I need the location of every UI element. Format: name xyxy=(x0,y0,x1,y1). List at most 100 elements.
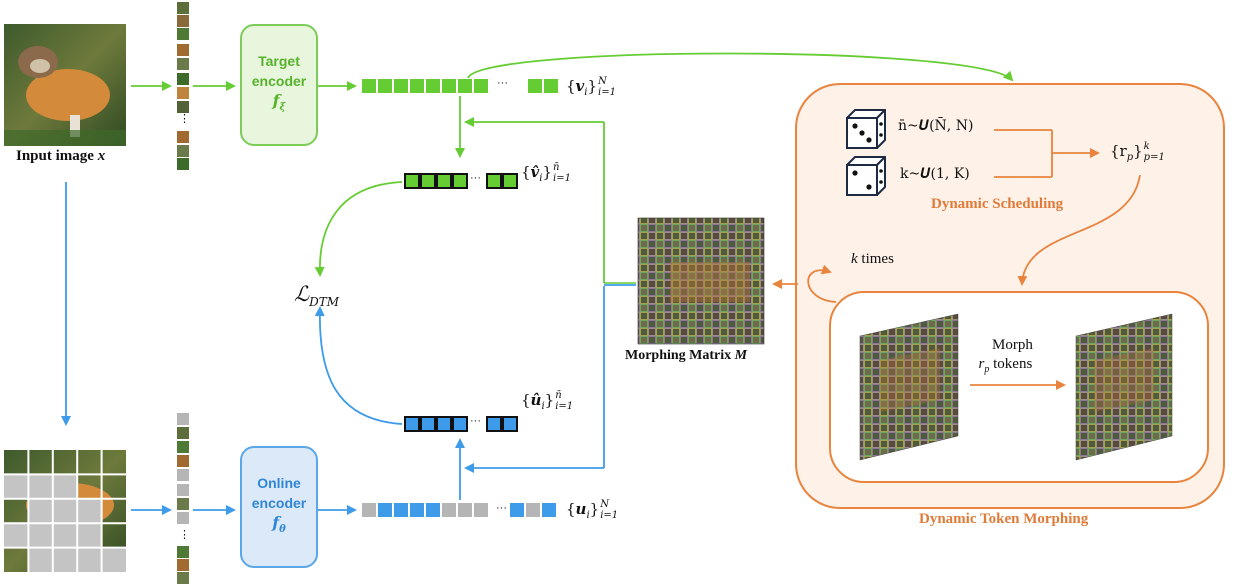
masked-patch xyxy=(77,547,102,572)
ellipsis-v: ··· xyxy=(497,77,508,89)
input-image xyxy=(4,24,126,146)
morph-source-image xyxy=(859,313,959,461)
token-row-u-hat xyxy=(404,416,518,432)
morph-result-image xyxy=(1075,313,1173,461)
masked-patch xyxy=(77,523,102,548)
column-vdots-top: ⋮ xyxy=(179,113,190,125)
token-u xyxy=(474,503,488,517)
patch-tile xyxy=(177,441,189,453)
patch-tile xyxy=(177,427,189,439)
token-row-u xyxy=(362,503,556,517)
token-u xyxy=(442,503,456,517)
patch-tile xyxy=(177,546,189,558)
token-u-hat xyxy=(436,416,452,432)
patch-tile xyxy=(177,559,189,571)
online-encoder-box: Online encoder fθ xyxy=(240,446,318,568)
token-u-hat xyxy=(452,416,468,432)
token-v-hat xyxy=(502,173,518,189)
morph-label: Morph rp tokens xyxy=(978,337,1033,375)
orange-arrows xyxy=(772,129,1141,390)
target-encoder-line1: Target xyxy=(258,53,300,70)
target-encoder-line2: encoder xyxy=(251,73,307,90)
patch-tile xyxy=(177,131,189,143)
token-u xyxy=(378,503,392,517)
token-v xyxy=(410,79,424,93)
ellipsis-u: ··· xyxy=(496,502,507,514)
token-v-hat xyxy=(486,173,502,189)
green-arrows xyxy=(131,52,1014,283)
token-v xyxy=(442,79,456,93)
token-v xyxy=(528,79,542,93)
patch-tile xyxy=(177,469,189,481)
input-symbol: x xyxy=(97,148,106,164)
online-encoder-line2: encoder xyxy=(251,495,307,512)
token-u xyxy=(542,503,556,517)
token-v xyxy=(362,79,376,93)
loss-label: ℒDTM xyxy=(294,282,340,310)
masked-patch xyxy=(52,523,78,548)
token-u-hat xyxy=(486,416,502,432)
masked-patch xyxy=(52,547,78,572)
token-u xyxy=(362,503,376,517)
token-v-hat xyxy=(420,173,436,189)
token-v xyxy=(378,79,392,93)
dice-icon xyxy=(846,156,886,196)
online-encoder-line1: Online xyxy=(257,475,301,492)
token-u xyxy=(426,503,440,517)
masked-patch xyxy=(101,547,126,572)
token-u-hat xyxy=(420,416,436,432)
token-v xyxy=(458,79,472,93)
token-v-hat xyxy=(436,173,452,189)
masked-patch xyxy=(52,474,78,499)
target-encoder-box: Target encoder fξ xyxy=(240,24,318,146)
patch-tile xyxy=(177,484,189,496)
token-v xyxy=(544,79,558,93)
dynamic-scheduling-title: Dynamic Scheduling xyxy=(931,196,1064,212)
patch-tile xyxy=(177,413,189,425)
dice-icon xyxy=(846,109,886,149)
morphing-matrix-caption: Morphing Matrix M xyxy=(625,348,748,363)
patch-tile xyxy=(177,145,189,157)
target-encoder-symbol: fξ xyxy=(272,91,286,114)
token-u xyxy=(394,503,408,517)
token-v xyxy=(426,79,440,93)
masked-patch xyxy=(28,523,53,548)
patch-tile xyxy=(177,101,189,113)
input-image-caption: Input image x xyxy=(16,148,105,165)
masked-patch xyxy=(28,498,53,524)
patch-tile xyxy=(177,158,189,170)
patch-tile xyxy=(177,512,189,524)
masked-patch xyxy=(28,547,53,572)
input-caption-text: Input image xyxy=(16,148,94,164)
dynamic-token-morphing-title: Dynamic Token Morphing xyxy=(919,511,1089,527)
token-v-hat xyxy=(452,173,468,189)
masked-patch xyxy=(52,498,78,524)
masked-patch xyxy=(28,474,53,499)
set-u-hat-label: {ûi}n̄i=1 xyxy=(521,390,574,412)
matrix-connector xyxy=(604,282,636,286)
patch-tile xyxy=(177,73,189,85)
token-u-hat xyxy=(404,416,420,432)
token-u xyxy=(526,503,540,517)
token-v xyxy=(394,79,408,93)
masked-patch xyxy=(4,523,29,548)
n-sampling-rule: n̄~𝑼(N̄, N) xyxy=(898,118,974,134)
patch-column-top xyxy=(177,2,189,170)
masked-patch xyxy=(4,474,29,499)
token-u xyxy=(410,503,424,517)
masked-image xyxy=(4,450,126,572)
token-u xyxy=(510,503,524,517)
patch-tile xyxy=(177,455,189,467)
token-v-hat xyxy=(404,173,420,189)
token-u-hat xyxy=(502,416,518,432)
token-row-v xyxy=(362,79,558,93)
patch-tile xyxy=(177,15,189,27)
morphing-matrix-image xyxy=(637,217,765,345)
set-v-hat-label: {v̂i}n̄i=1 xyxy=(521,162,571,184)
patch-tile xyxy=(177,58,189,70)
token-v xyxy=(474,79,488,93)
